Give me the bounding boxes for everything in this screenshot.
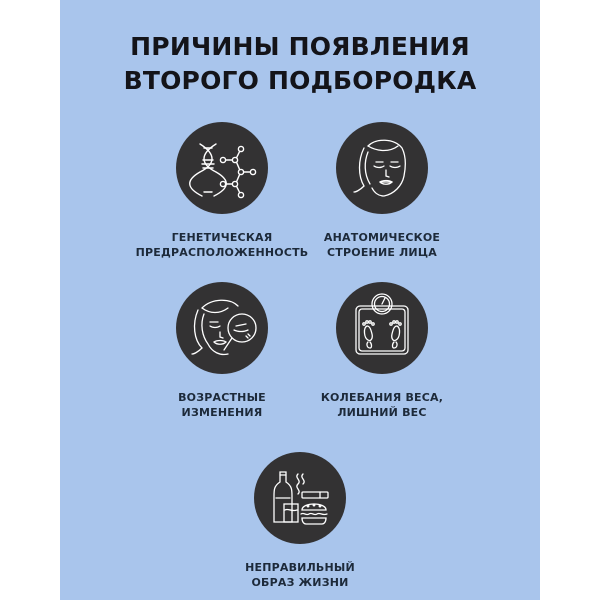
cause-label: КОЛЕБАНИЯ ВЕСА, ЛИШНИЙ ВЕС bbox=[320, 391, 444, 419]
cause-weight: КОЛЕБАНИЯ ВЕСА, ЛИШНИЙ ВЕС bbox=[282, 282, 482, 420]
title-line-2: ВТОРОГО ПОДБОРОДКА bbox=[123, 66, 477, 95]
title-line-1: ПРИЧИНЫ ПОЯВЛЕНИЯ bbox=[130, 32, 470, 61]
cause-age: ВОЗРАСТНЫЕ ИЗМЕНЕНИЯ bbox=[122, 282, 322, 420]
junk-food-alcohol-smoking-icon bbox=[254, 452, 346, 544]
cause-label: ВОЗРАСТНЫЕ ИЗМЕНЕНИЯ bbox=[178, 391, 266, 419]
cause-label: НЕПРАВИЛЬНЫЙ ОБРАЗ ЖИЗНИ bbox=[245, 561, 355, 589]
face-icon bbox=[336, 122, 428, 214]
face-magnifier-icon bbox=[176, 282, 268, 374]
page-title: ПРИЧИНЫ ПОЯВЛЕНИЯ ВТОРОГО ПОДБОРОДКА bbox=[0, 30, 600, 98]
cause-lifestyle: НЕПРАВИЛЬНЫЙ ОБРАЗ ЖИЗНИ bbox=[200, 452, 400, 590]
cause-genetic: ГЕНЕТИЧЕСКАЯ ПРЕДРАСПОЛОЖЕННОСТЬ bbox=[122, 122, 322, 260]
bathroom-scale-icon bbox=[336, 282, 428, 374]
dna-molecule-icon bbox=[176, 122, 268, 214]
cause-label: АНАТОМИЧЕСКОЕ СТРОЕНИЕ ЛИЦА bbox=[323, 231, 441, 259]
cause-anatomy: АНАТОМИЧЕСКОЕ СТРОЕНИЕ ЛИЦА bbox=[282, 122, 482, 260]
cause-label: ГЕНЕТИЧЕСКАЯ ПРЕДРАСПОЛОЖЕННОСТЬ bbox=[135, 231, 309, 259]
